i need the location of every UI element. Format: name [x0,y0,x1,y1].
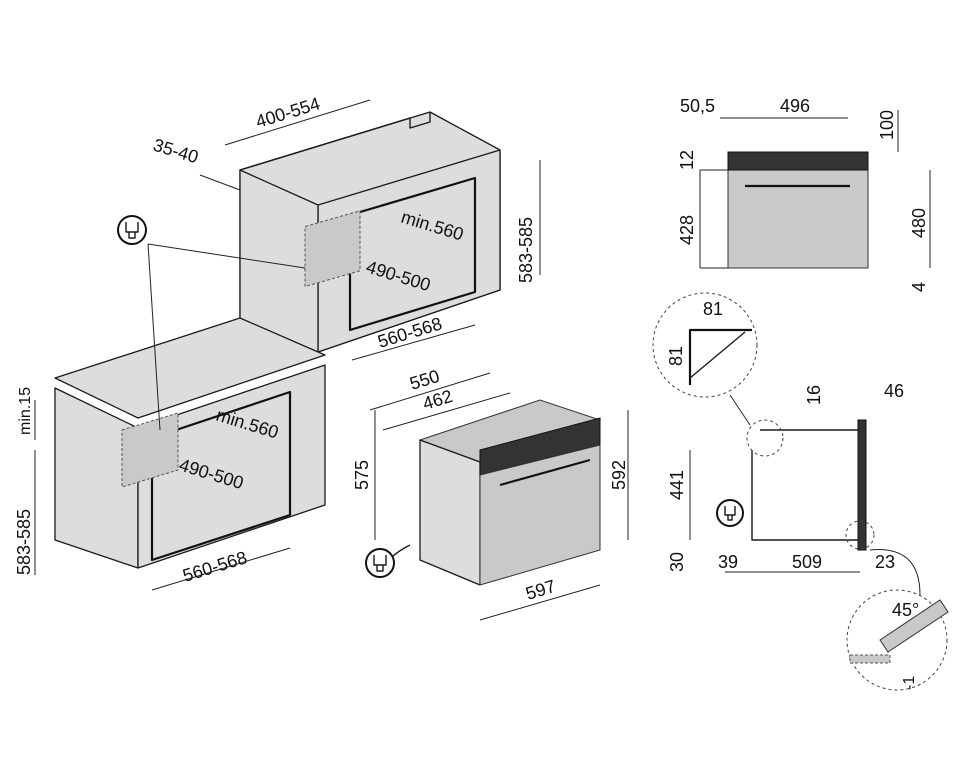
dim-oven-body-height: 575 [352,460,372,490]
angle-detail-panel [879,599,949,653]
base-cabinet [54,317,326,569]
dim-side-handle: 46 [884,381,904,401]
dim-top-offset: 50,5 [680,96,715,116]
plug-icon [365,548,395,578]
dim-top-clearance: 100 [877,110,897,140]
front-view-panel [727,151,869,171]
countertop [54,317,326,419]
dim-counter-clearance: min.15 [17,387,34,435]
plug-icon [716,499,744,527]
angle-detail-leader [869,549,921,596]
dim-side-base: 30 [667,552,687,572]
angle-detail-shelf [849,654,891,664]
wall-socket-zone [304,210,361,288]
side-view [746,419,875,551]
base-cabinet-front [137,364,326,569]
dimension-lines [34,99,931,621]
dim-side-top-gap: 16 [804,385,824,405]
dim-side-front-offset: 39 [718,552,738,572]
dim-wall-height: 583-585 [516,217,536,283]
dim-detail-angle: 45° [892,600,919,620]
dim-top-body-height: 428 [677,215,697,245]
dim-chamfer-h: 81 [666,346,686,366]
oven-unit [384,399,602,586]
dim-wall-depth: 400-554 [253,93,322,131]
dim-side-door: 23 [875,552,895,572]
detail-marker-top [746,419,784,457]
dim-side-body-height: 441 [667,470,687,500]
dim-oven-body-depth: 462 [420,386,455,414]
dim-chamfer-w: 81 [703,299,723,319]
dim-detail-step: -1 [901,676,918,690]
angle-detail-circle [846,589,948,691]
wall-cabinet [239,111,501,353]
dim-side-depth: 509 [792,552,822,572]
dim-top-panel: 12 [677,150,697,170]
dim-top-gap: 4 [909,282,929,292]
side-view-front [857,419,867,551]
chamfer-detail-edge [688,328,752,385]
detail-marker-bottom [845,520,875,550]
dim-under-height: 583-585 [14,509,34,575]
oven-handle [499,458,591,487]
wall-cavity [348,176,477,332]
angle-detail [846,549,949,691]
chamfer-detail-circle [652,292,758,398]
dim-top-total-height: 480 [909,208,929,238]
dim-wall-offset: 35-40 [151,135,201,168]
base-cavity [150,390,292,562]
plug-icon [117,215,306,431]
front-view-body [727,151,869,269]
oven-side [419,439,481,586]
oven-door [479,444,601,586]
dim-top-width: 496 [780,96,810,116]
front-view [700,151,869,269]
side-view-niche [751,429,861,541]
base-socket-zone [121,412,179,488]
chamfer-detail [652,292,758,426]
wall-cabinet-top [239,112,431,171]
dim-oven-width: 597 [523,576,558,604]
dim-oven-front-height: 592 [609,460,629,490]
dim-under-width: 560-568 [180,547,249,585]
